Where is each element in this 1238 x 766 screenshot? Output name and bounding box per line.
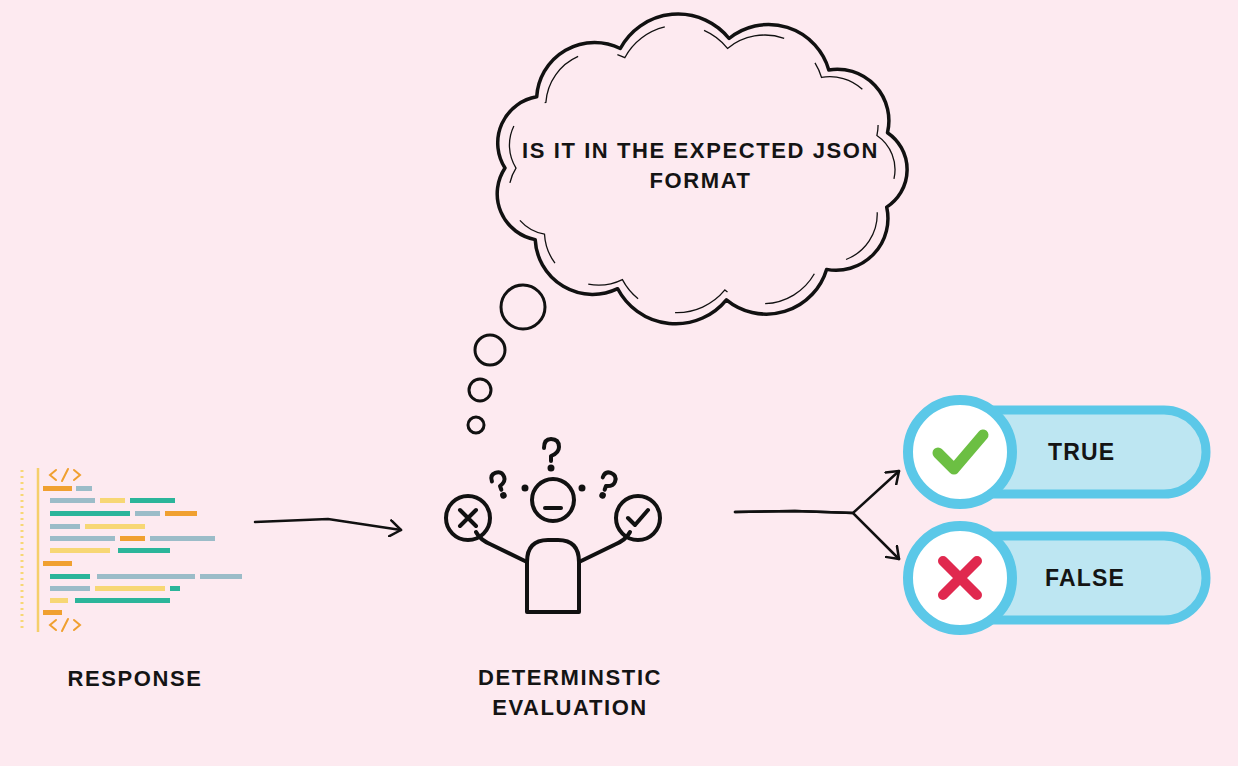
drawing-part xyxy=(476,532,527,562)
arrow-connector xyxy=(255,519,401,530)
check-mark xyxy=(938,435,983,469)
drawing-part xyxy=(544,439,559,470)
drawing-part xyxy=(50,498,95,503)
response-group: RESPONSE xyxy=(15,462,255,702)
drawing-part xyxy=(165,511,197,516)
cloud-outline xyxy=(497,14,907,324)
drawing-part xyxy=(616,496,660,540)
pill-label: FALSE xyxy=(1045,563,1200,593)
drawing-part xyxy=(50,586,90,591)
code-icon xyxy=(22,468,242,632)
drawing-part xyxy=(601,494,604,497)
arrow-connector xyxy=(735,471,899,513)
drawing-part xyxy=(628,510,648,525)
thought-bubbles xyxy=(468,285,545,433)
drawing-part xyxy=(460,510,476,526)
pill-circle xyxy=(908,526,1012,630)
drawing-part xyxy=(76,486,92,491)
arrow-connector xyxy=(735,511,899,559)
drawing-part xyxy=(130,498,175,503)
drawing-part xyxy=(469,379,491,401)
pill-circle xyxy=(908,400,1012,504)
drawing-part xyxy=(524,487,527,490)
thought-cloud xyxy=(468,4,933,329)
node-label: IS IT IN THE EXPECTED JSON FORMAT xyxy=(520,136,881,196)
drawing-part xyxy=(120,536,145,541)
cross-mark xyxy=(943,561,977,595)
drawing-part xyxy=(502,494,505,497)
drawing-part xyxy=(50,536,115,541)
drawing-part xyxy=(135,511,160,516)
drawing-part xyxy=(43,561,72,566)
drawing-part xyxy=(50,524,80,529)
drawing-part xyxy=(490,470,511,498)
drawing-part xyxy=(21,470,24,630)
drawing-part xyxy=(37,468,40,632)
drawing-part xyxy=(118,548,170,553)
drawing-part xyxy=(544,439,559,461)
node-label: RESPONSE xyxy=(15,664,255,694)
drawing-part xyxy=(95,586,165,591)
drawing-part xyxy=(50,574,90,579)
drawing-part xyxy=(468,417,484,433)
cloud-inner-line xyxy=(509,25,895,312)
drawing-part xyxy=(579,532,630,562)
drawing-part xyxy=(532,479,574,521)
drawing-part xyxy=(50,548,110,553)
drawing-part xyxy=(170,586,180,591)
drawing-part xyxy=(501,285,545,329)
person-icon xyxy=(446,439,660,612)
drawing-part xyxy=(446,496,490,540)
drawing-part xyxy=(50,469,80,481)
drawing-part xyxy=(550,467,553,470)
drawing-part xyxy=(150,536,215,541)
drawing-part xyxy=(50,511,130,516)
node-label: DETERMINSTIC EVALUATION xyxy=(435,663,705,723)
drawing-part xyxy=(75,598,170,603)
thought-cloud-node: IS IT IN THE EXPECTED JSON FORMAT xyxy=(468,4,933,329)
drawing-part xyxy=(100,498,125,503)
drawing-part xyxy=(596,471,617,499)
drawing-part xyxy=(545,506,561,510)
drawing-part xyxy=(50,598,68,603)
drawing-part xyxy=(581,487,584,490)
drawing-part xyxy=(97,574,195,579)
drawing-part xyxy=(475,335,505,365)
drawing-part xyxy=(43,486,72,491)
drawing-part xyxy=(85,524,145,529)
drawing-part xyxy=(490,470,508,491)
pill-label: TRUE xyxy=(1048,437,1198,467)
drawing-part xyxy=(527,540,579,612)
drawing-part xyxy=(50,619,80,631)
drawing-part xyxy=(43,610,62,615)
evaluation-group: DETERMINSTIC EVALUATION xyxy=(405,430,735,730)
drawing-part xyxy=(200,574,242,579)
true-pill: TRUE xyxy=(903,393,1211,511)
drawing-part xyxy=(599,471,617,492)
false-pill: FALSE xyxy=(903,519,1211,637)
